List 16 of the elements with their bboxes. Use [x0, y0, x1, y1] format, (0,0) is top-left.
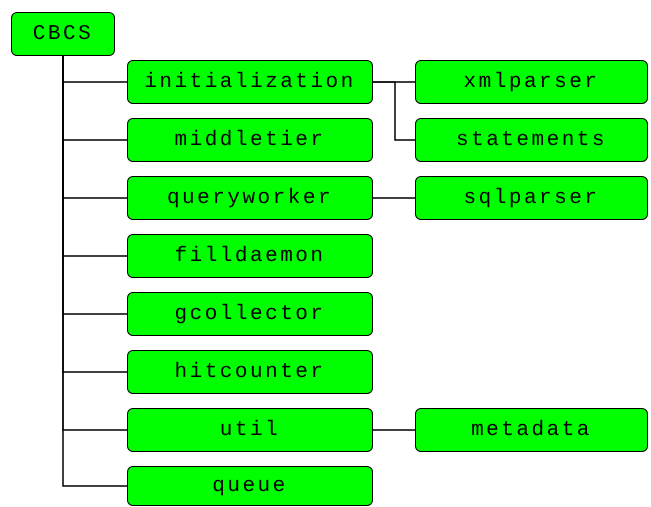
connector-line — [373, 81, 415, 141]
module-box: initialization — [127, 60, 373, 104]
connector-line — [373, 429, 415, 431]
module-box: sqlparser — [415, 176, 648, 220]
module-box: util — [127, 408, 373, 452]
module-box: hitcounter — [127, 350, 373, 394]
module-box: CBCS — [11, 12, 115, 56]
module-box: gcollector — [127, 292, 373, 336]
connector-line — [373, 197, 415, 199]
module-box: statements — [415, 118, 648, 162]
module-box: queue — [127, 466, 373, 506]
module-box: xmlparser — [415, 60, 648, 104]
module-box: filldaemon — [127, 234, 373, 278]
module-box: middletier — [127, 118, 373, 162]
module-box: metadata — [415, 408, 648, 452]
module-box: queryworker — [127, 176, 373, 220]
